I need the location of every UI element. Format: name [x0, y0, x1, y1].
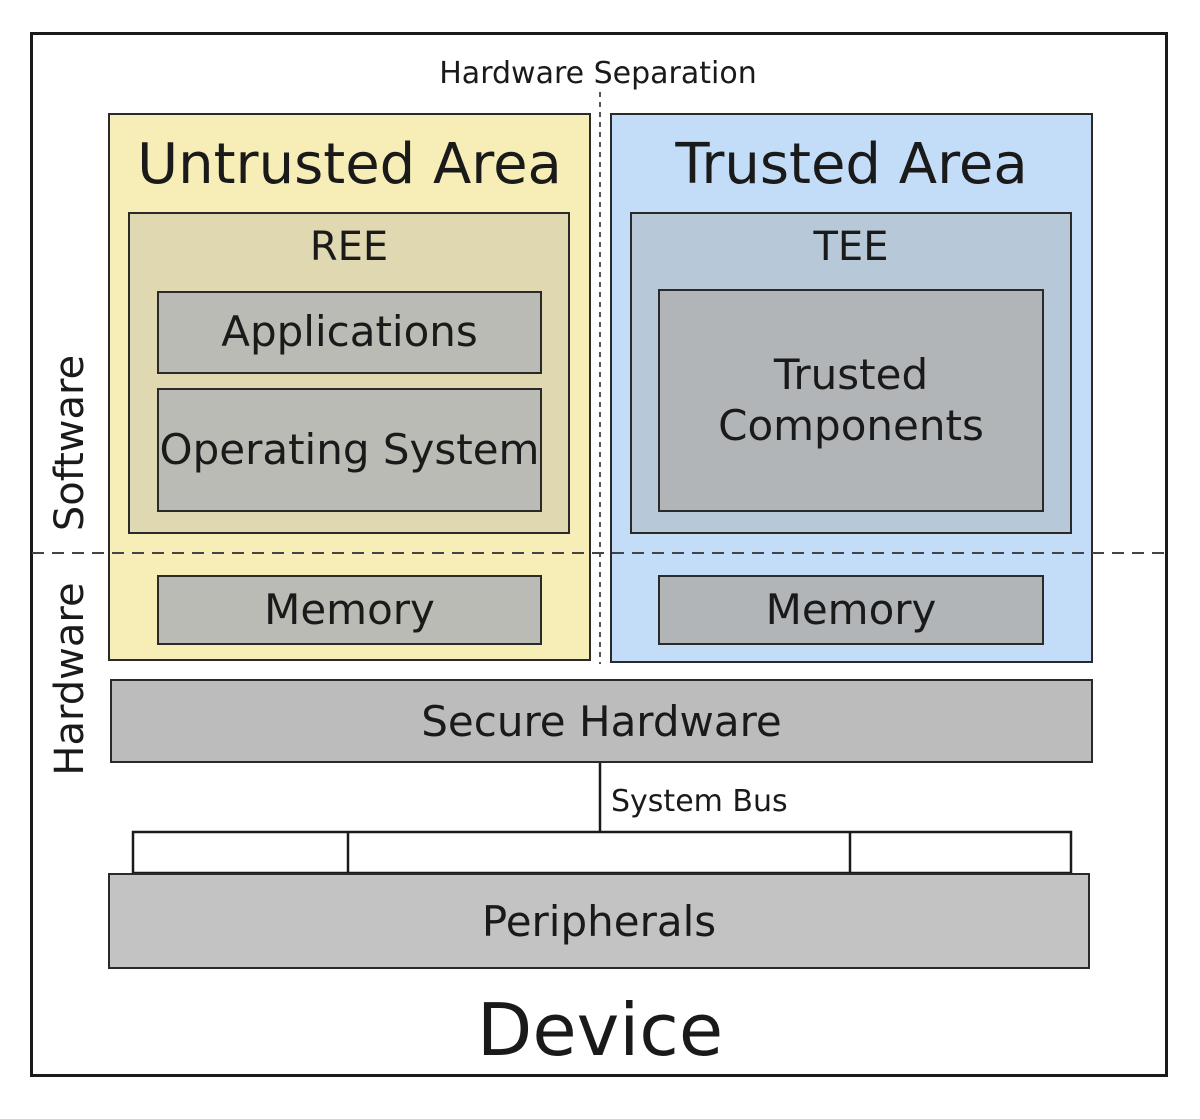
operating-system-label: Operating System	[159, 424, 540, 474]
system-bus-label: System Bus	[611, 784, 788, 819]
trusted-memory-label: Memory	[765, 584, 937, 634]
untrusted-memory-label: Memory	[264, 584, 435, 634]
trusted-components-line2: Components	[718, 400, 984, 450]
secure-hardware-label: Secure Hardware	[421, 696, 782, 746]
applications-block: Applications	[157, 291, 542, 374]
untrusted-memory-block: Memory	[157, 575, 542, 645]
tee-label: TEE	[813, 224, 889, 270]
software-side-label: Software	[47, 354, 93, 532]
trusted-area-title: Trusted Area	[675, 132, 1028, 197]
trusted-memory-block: Memory	[658, 575, 1044, 645]
hardware-separation-label: Hardware Separation	[439, 56, 757, 91]
trusted-components-line1: Trusted	[773, 350, 929, 400]
applications-label: Applications	[221, 307, 478, 357]
peripherals-block: Peripherals	[108, 873, 1090, 969]
operating-system-block: Operating System	[157, 388, 542, 512]
peripherals-label: Peripherals	[481, 896, 717, 946]
trusted-components-block: Trusted Components	[658, 289, 1044, 512]
untrusted-area-title: Untrusted Area	[137, 132, 562, 197]
hardware-side-label: Hardware	[47, 582, 93, 776]
secure-hardware-block: Secure Hardware	[110, 679, 1093, 763]
ree-label: REE	[309, 224, 389, 270]
device-label: Device	[476, 988, 724, 1072]
